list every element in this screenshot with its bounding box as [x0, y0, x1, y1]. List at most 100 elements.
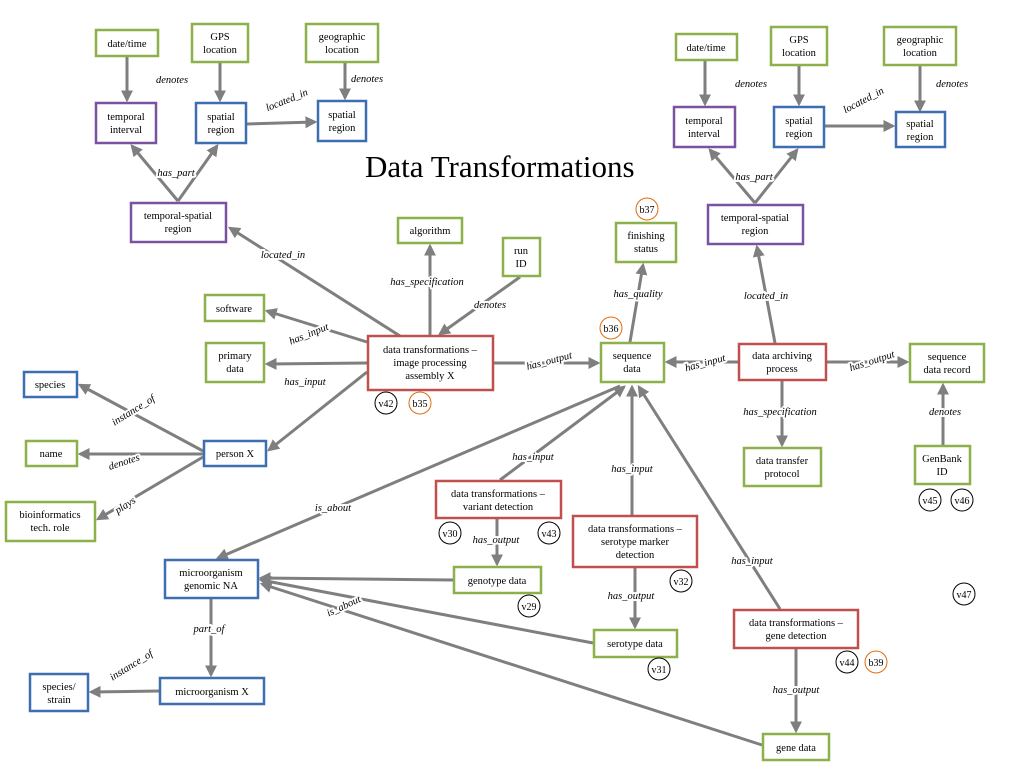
svg-text:serotype data: serotype data — [607, 639, 663, 650]
edge-label-denotes: denotes — [474, 300, 506, 311]
svg-text:spatial: spatial — [207, 112, 234, 123]
edge-label-is-about: is_about — [315, 503, 352, 514]
svg-text:location: location — [782, 48, 817, 59]
node-variant-detection: data transformations – variant detection — [434, 479, 563, 520]
node-algorithm: algorithm — [396, 216, 464, 245]
svg-text:date/time: date/time — [107, 39, 146, 50]
edge-seqdata-finishing — [628, 262, 648, 343]
edge-img-tsregion-l — [227, 226, 401, 338]
svg-text:region: region — [329, 123, 357, 134]
nodes: date/time GPS location geographic locati… — [4, 22, 986, 762]
node-image-processing-assembly: data transformations – image processing … — [366, 334, 495, 392]
node-primary-data: primary data — [204, 341, 266, 384]
edge-label-denotes: denotes — [936, 79, 968, 90]
svg-text:interval: interval — [110, 125, 142, 136]
badge-v46: v46 — [950, 488, 974, 512]
edge-label-has-input: has_input — [512, 452, 555, 463]
svg-text:GPS: GPS — [210, 32, 229, 43]
node-sequence-data-record: sequence data record — [908, 342, 986, 384]
svg-text:assembly X: assembly X — [405, 371, 455, 382]
svg-text:data transformations –: data transformations – — [383, 345, 478, 356]
svg-text:species: species — [35, 380, 65, 391]
node-gene-data: gene data — [761, 732, 831, 762]
node-geographic-location-right: geographic location — [882, 25, 958, 67]
badge-v43: v43 — [537, 521, 561, 545]
edge-label-instance-of: instance_of — [108, 647, 157, 683]
svg-text:location: location — [325, 45, 360, 56]
node-gene-detection: data transformations – gene detection — [732, 608, 860, 650]
edge-label-denotes: denotes — [735, 79, 767, 90]
edge-label-denotes: denotes — [929, 407, 961, 418]
svg-text:ID: ID — [515, 259, 526, 270]
badge-v32: v32 — [669, 569, 693, 593]
edge-variant-seqdata — [499, 385, 626, 482]
svg-text:sequence: sequence — [928, 352, 967, 363]
svg-text:b36: b36 — [604, 324, 619, 335]
svg-text:tech. role: tech. role — [30, 523, 69, 534]
badge-v29: v29 — [517, 594, 541, 618]
svg-text:image processing: image processing — [393, 358, 467, 369]
svg-text:software: software — [216, 304, 252, 315]
svg-text:data transformations –: data transformations – — [749, 618, 844, 629]
svg-text:temporal: temporal — [685, 116, 722, 127]
edge-label-has-output: has_output — [848, 349, 897, 374]
edge-personx-species — [77, 383, 204, 453]
svg-text:microorganism: microorganism — [179, 568, 242, 579]
edge-label-has-output: has_output — [525, 350, 574, 373]
svg-text:region: region — [786, 129, 814, 140]
badge-b37: b37 — [635, 197, 659, 221]
svg-text:spatial: spatial — [785, 116, 812, 127]
edge-label-has-input: has_input — [284, 377, 327, 388]
svg-text:data archiving: data archiving — [752, 351, 813, 362]
edge-genedetect-seqdata — [637, 384, 782, 610]
svg-text:geographic: geographic — [319, 32, 366, 43]
edge-label-has-specification: has_specification — [390, 277, 464, 288]
svg-text:process: process — [766, 364, 798, 375]
svg-text:v31: v31 — [652, 665, 667, 676]
node-species: species — [22, 370, 79, 399]
svg-text:gene detection: gene detection — [766, 631, 828, 642]
svg-text:sequence: sequence — [613, 351, 652, 362]
svg-text:b35: b35 — [413, 399, 428, 410]
page-title: Data Transformations — [365, 149, 635, 184]
edge-label-denotes: denotes — [351, 74, 383, 85]
svg-text:genomic NA: genomic NA — [184, 581, 238, 592]
svg-text:location: location — [203, 45, 238, 56]
edge-runid-img — [438, 275, 521, 336]
node-spatial-region-left-2: spatial region — [316, 99, 368, 143]
edge-seqdata-genomicna — [215, 384, 621, 560]
badge-v42: v42 — [374, 391, 398, 415]
svg-text:v43: v43 — [542, 529, 557, 540]
svg-text:v30: v30 — [443, 529, 458, 540]
svg-text:date/time: date/time — [686, 43, 725, 54]
svg-text:data: data — [623, 364, 641, 375]
svg-text:temporal: temporal — [107, 112, 144, 123]
svg-text:spatial: spatial — [328, 110, 355, 121]
edge-label-has-input: has_input — [731, 556, 774, 567]
badges: v42 b35 b36 b37 v45 v46 v30 v43 v32 v29 … — [374, 197, 976, 681]
node-genotype-data: genotype data — [452, 565, 543, 595]
node-microorganism-x: microorganism X — [158, 676, 266, 706]
svg-text:GenBank: GenBank — [922, 454, 962, 465]
badge-v45: v45 — [918, 488, 942, 512]
node-name: name — [24, 439, 79, 468]
node-temporal-interval-left: temporal interval — [94, 101, 158, 145]
node-temporal-spatial-region-right: temporal-spatial region — [706, 203, 805, 246]
edge-label-located-in: located_in — [744, 291, 788, 302]
svg-text:species/: species/ — [42, 682, 75, 693]
badge-b39: b39 — [864, 650, 888, 674]
edges — [77, 57, 949, 747]
edge-label-has-output: has_output — [473, 535, 521, 546]
node-geographic-location-left: geographic location — [304, 22, 380, 64]
node-gps-location-right: GPS location — [769, 25, 829, 67]
edge-hasPart-temporal-l — [130, 144, 180, 202]
edge-label-has-quality: has_quality — [614, 289, 663, 300]
svg-text:detection: detection — [616, 550, 655, 561]
edge-hasPart-spatial-l — [176, 144, 219, 202]
edge-genedata-genomicna — [259, 581, 763, 747]
badge-v44: v44 — [835, 650, 859, 674]
svg-text:protocol: protocol — [765, 469, 800, 480]
svg-text:v45: v45 — [923, 496, 938, 507]
node-gps-location-left: GPS location — [190, 22, 250, 64]
badge-b35: b35 — [408, 391, 432, 415]
